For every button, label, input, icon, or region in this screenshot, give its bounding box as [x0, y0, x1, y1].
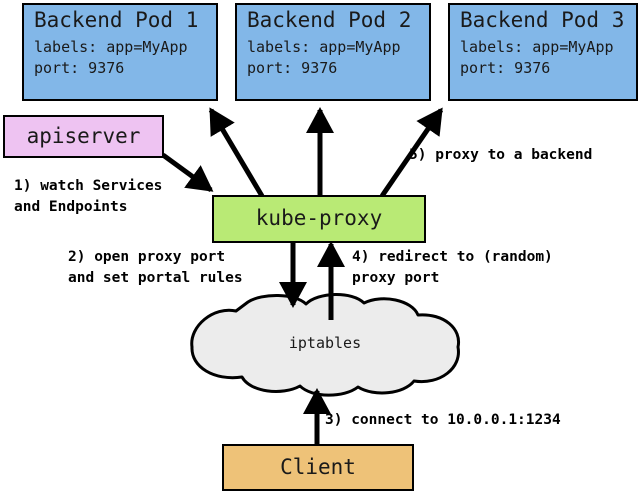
node-client[interactable]: Client [222, 444, 414, 491]
iptables-cloud-shape [190, 293, 461, 397]
node-backend-pod-2[interactable]: Backend Pod 2 labels: app=MyApp port: 93… [235, 3, 431, 101]
pod1-title: Backend Pod 1 [34, 8, 199, 32]
kube-proxy-label: kube-proxy [255, 206, 383, 231]
client-label: Client [280, 454, 356, 479]
annotation-step-2: 2) open proxy port and set portal rules [68, 249, 243, 287]
pod3-title: Backend Pod 3 [460, 8, 625, 32]
node-backend-pod-3[interactable]: Backend Pod 3 labels: app=MyApp port: 93… [448, 3, 638, 101]
node-apiserver[interactable]: apiserver [3, 115, 164, 158]
pod1-port: port: 9376 [34, 59, 125, 78]
arrow-kubeproxy-to-pod3 [379, 107, 444, 198]
annotation-step-1: 1) watch Services and Endpoints [14, 178, 163, 216]
node-backend-pod-1[interactable]: Backend Pod 1 labels: app=MyApp port: 93… [22, 3, 218, 101]
annotation-step-5: 5) proxy to a backend [409, 147, 593, 163]
node-kube-proxy[interactable]: kube-proxy [212, 195, 426, 243]
pod3-labels: labels: app=MyApp [460, 37, 614, 56]
iptables-label: iptables [288, 334, 362, 352]
pod3-port: port: 9376 [460, 59, 551, 78]
annotation-step-3: 3) connect to 10.0.0.1:1234 [325, 412, 561, 428]
pod1-labels: labels: app=MyApp [34, 37, 188, 56]
pod2-title: Backend Pod 2 [247, 8, 412, 32]
arrow-kubeproxy-to-pod1 [208, 107, 265, 198]
annotation-step-4: 4) redirect to (random) proxy port [352, 249, 553, 287]
pod2-port: port: 9376 [247, 59, 338, 78]
apiserver-label: apiserver [26, 123, 141, 148]
pod2-labels: labels: app=MyApp [247, 37, 401, 56]
arrow-apiserver-to-kubeproxy [161, 152, 214, 193]
